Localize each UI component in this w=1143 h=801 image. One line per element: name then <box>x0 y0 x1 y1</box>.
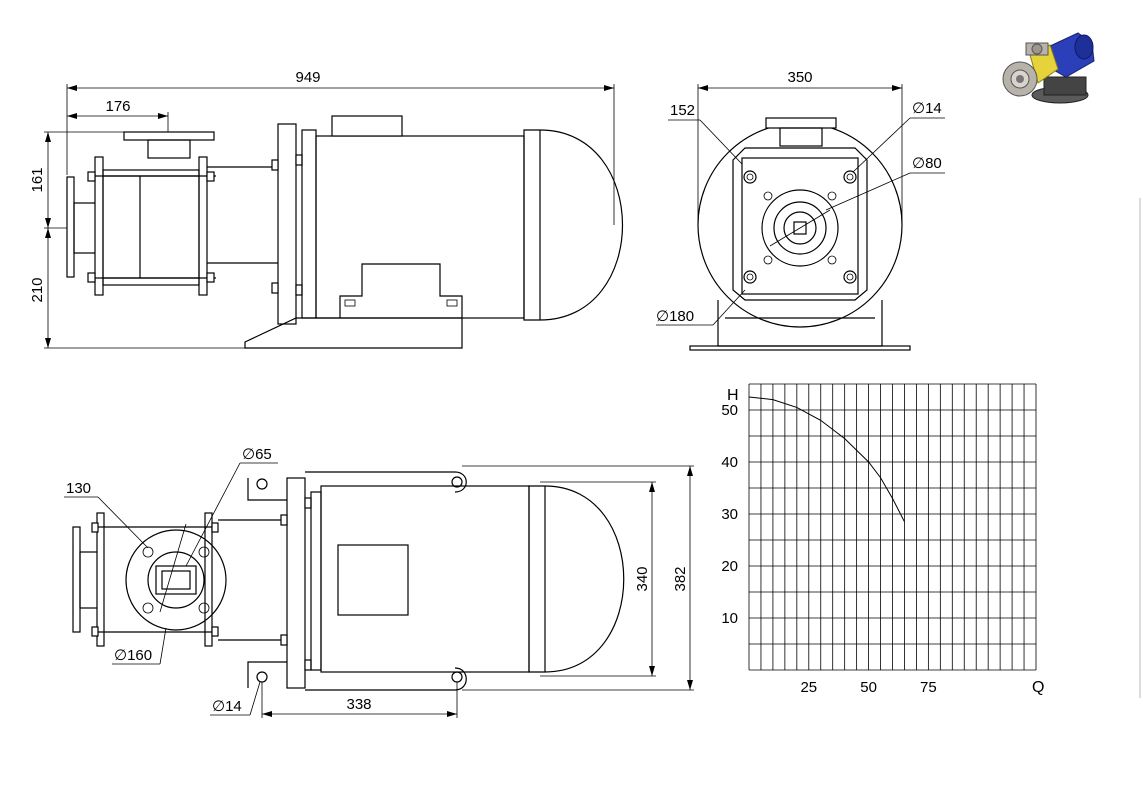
top-motor-flange <box>286 477 306 689</box>
top-terminal-box <box>337 544 409 616</box>
dim-flange-spacing-label: 130 <box>66 480 91 497</box>
dim-width-outer-label: 382 <box>672 566 689 591</box>
side-view: 949 176 161 210 <box>29 69 623 349</box>
dim-width-inner-label: 340 <box>634 566 651 591</box>
leader-bolt-spacing: 152 <box>668 102 743 165</box>
square-flange <box>732 147 868 301</box>
leader-motor-diameter: ∅180 <box>656 289 746 326</box>
dim-end-width: 350 <box>697 69 903 225</box>
end-base <box>689 345 911 351</box>
leader-flange-diameter: ∅160 <box>112 627 167 665</box>
pump-plate-right <box>198 156 208 296</box>
top-view: 340 382 338 130 ∅65 ∅160 <box>64 446 694 718</box>
top-round-flange <box>125 529 227 631</box>
terminal-box <box>331 115 403 137</box>
fan-cover <box>523 129 623 321</box>
dim-mount-hole-label: ∅14 <box>212 698 242 715</box>
top-inlet-flange <box>72 526 81 633</box>
dim-overall-length: 949 <box>66 69 615 225</box>
dim-bolt-spacing-label: 152 <box>670 102 695 119</box>
leader-bolt-hole: ∅14 <box>852 100 945 173</box>
base-plate <box>244 317 463 349</box>
top-fan-cover <box>528 485 625 673</box>
dim-motor-diameter-label: ∅180 <box>656 308 694 325</box>
dim-inlet-offset-label: 176 <box>105 98 130 115</box>
chart-y-tick-label: 50 <box>721 402 738 419</box>
chart-grid <box>748 383 1037 671</box>
motor-flange <box>277 123 297 325</box>
outlet-flange <box>123 131 215 141</box>
inlet-flange <box>66 176 75 278</box>
leader-flange-spacing: 130 <box>64 480 149 549</box>
end-view: 350 152 ∅14 <box>656 69 945 351</box>
dim-mount-spacing: 338 <box>261 682 458 718</box>
leader-top-port: ∅65 <box>185 446 278 567</box>
page-edge-rule <box>1139 198 1141 698</box>
chart-x-tick-label: 50 <box>860 679 877 696</box>
pump-plate-left <box>94 156 104 296</box>
chart-x-tick-label: 25 <box>800 679 817 696</box>
chart-x-axis-label: Q <box>1032 679 1044 696</box>
chart-y-tick-label: 40 <box>721 454 738 471</box>
dim-end-port-label: ∅80 <box>912 155 942 172</box>
chart-x-tick-label: 75 <box>920 679 937 696</box>
dim-overall-length-label: 949 <box>295 69 320 86</box>
chart-y-tick-label: 10 <box>721 610 738 627</box>
leader-port: ∅80 <box>825 155 945 211</box>
dim-mount-spacing-label: 338 <box>346 696 371 713</box>
dim-top-widths: 340 382 <box>462 465 694 691</box>
dim-end-width-label: 350 <box>787 69 812 86</box>
chart-y-tick-label: 30 <box>721 506 738 523</box>
chart-curve-series-1 <box>748 396 905 523</box>
dim-bolt-hole-label: ∅14 <box>912 100 942 117</box>
dim-heights: 161 210 <box>29 131 245 349</box>
dim-flange-diameter-label: ∅160 <box>114 647 152 664</box>
dim-top-port-label: ∅65 <box>242 446 272 463</box>
dim-height-upper-label: 161 <box>29 167 46 192</box>
chart-y-axis-label: H <box>727 387 739 404</box>
dim-height-lower-label: 210 <box>29 277 46 302</box>
leader-mount-hole: ∅14 <box>210 681 261 716</box>
pump-3d-thumbnail <box>1002 32 1095 104</box>
motor-body <box>315 135 525 319</box>
chart-tick-labels: 25 50 75 10 20 30 40 50 <box>721 402 936 696</box>
chart-y-tick-label: 20 <box>721 558 738 575</box>
performance-chart: 25 50 75 10 20 30 40 50 H Q <box>721 383 1044 696</box>
dim-inlet-offset: 176 <box>67 98 169 134</box>
